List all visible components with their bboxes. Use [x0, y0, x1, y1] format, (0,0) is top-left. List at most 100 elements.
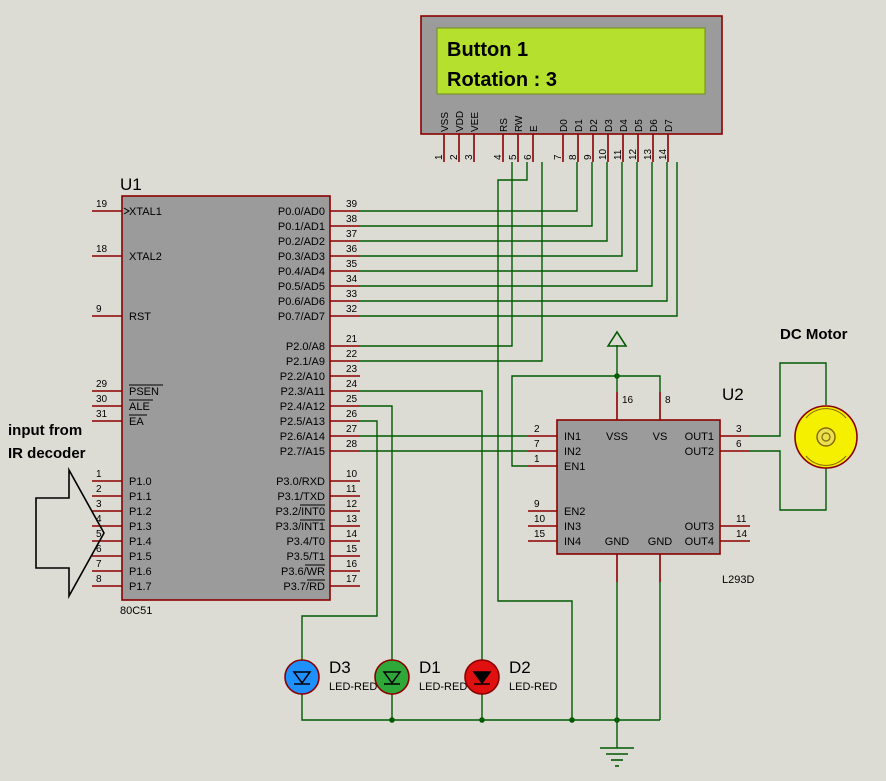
u1-left-pin-number: 1 [96, 469, 102, 480]
led-ref-label: D1 [419, 658, 441, 677]
u1-right-pin-label: P0.7/AD7 [278, 311, 325, 323]
u1-right-pin-label: P2.6/A14 [280, 431, 325, 443]
u1-right-pin-number: 11 [346, 484, 357, 495]
lcd-pins: VSS1VDD2VEE3RS4RW5E6D07D18D29D310D411D51… [434, 111, 675, 162]
lcd-display: Button 1 Rotation : 3 VSS1VDD2VEE3RS4RW5… [420, 15, 723, 162]
u2-right-pin-number: 6 [736, 439, 742, 450]
motor-label: DC Motor [780, 326, 848, 343]
u2-right-pin-number: 3 [736, 424, 742, 435]
u1-left-pin-number: 7 [96, 559, 102, 570]
u2-left-pin-number: 9 [534, 499, 540, 510]
lcd-pin-label: E [529, 125, 540, 132]
lcd-pin-number: 3 [464, 154, 475, 160]
u1-right-pin-number: 17 [346, 574, 358, 585]
ir-input: input from IR decoder [8, 422, 105, 600]
u2-right-pin-label: OUT1 [685, 431, 714, 443]
u1-left-pin-number: 6 [96, 544, 102, 555]
u1-right-pin-number: 10 [346, 469, 358, 480]
u2-right-pin-label: OUT4 [685, 536, 714, 548]
u1-right-pin-number: 12 [346, 499, 358, 510]
ground-symbol-icon [600, 747, 634, 767]
led-ref-label: D3 [329, 658, 351, 677]
u2-left-pin-number: 15 [534, 529, 546, 540]
u2-right-pin-number: 11 [736, 514, 747, 525]
u1-right-pin-label: P3.3/INT1 [275, 521, 325, 533]
u1-left-pins: 19XTAL118XTAL29RST29PSEN30ALE31EA1P1.02P… [92, 199, 162, 593]
u1-left-pin-label: RST [129, 311, 151, 323]
lcd-pin-label: D7 [664, 119, 675, 132]
u1-left-pin-label: P1.3 [129, 521, 152, 533]
u1-right-pin-label: P2.2/A10 [280, 371, 325, 383]
u1-left-pin-label: P1.2 [129, 506, 152, 518]
lcd-pin-label: D4 [619, 119, 630, 132]
u2-left-pin-number: 2 [534, 424, 540, 435]
u1-right-pin-label: P3.0/RXD [276, 476, 325, 488]
u1-right-pin-label: P0.2/AD2 [278, 236, 325, 248]
wires [301, 162, 827, 748]
u2-left-pin-label: IN4 [564, 536, 581, 548]
u1-right-pin-number: 21 [346, 334, 358, 345]
u1-left-pin-number: 3 [96, 499, 102, 510]
lcd-pin-number: 8 [568, 154, 579, 160]
u1-part-label: 80C51 [120, 605, 152, 617]
lcd-pin-number: 11 [613, 149, 624, 160]
u1-right-pin-label: P0.3/AD3 [278, 251, 325, 263]
u1-left-pin-label: XTAL1 [129, 206, 162, 218]
u1-right-pin-label: P2.0/A8 [286, 341, 325, 353]
lcd-screen [436, 27, 706, 95]
u1-right-pin-number: 28 [346, 439, 358, 450]
u2-right-pin-label: OUT3 [685, 521, 714, 533]
led-value-label: LED-RED [329, 681, 377, 693]
lcd-pin-label: VDD [455, 111, 466, 132]
power-terminal-icon [606, 330, 628, 347]
lcd-pin-number: 6 [523, 154, 534, 160]
u1-left-pin-label: P1.4 [129, 536, 152, 548]
u1-right-pin-number: 37 [346, 229, 358, 240]
led-icon [284, 659, 320, 695]
lcd-pin-label: D3 [604, 119, 615, 132]
u2-top-pin-label: VS [653, 431, 668, 443]
u2-top-pin-number: 16 [622, 395, 634, 406]
u1-right-pin-number: 25 [346, 394, 358, 405]
u1-right-pin-number: 33 [346, 289, 358, 300]
u1-right-pin-number: 24 [346, 379, 358, 390]
led-value-label: LED-RED [419, 681, 467, 693]
u1-right-pin-label: P3.2/INT0 [275, 506, 325, 518]
u1-right-pin-label: P2.5/A13 [280, 416, 325, 428]
u1-right-pin-number: 15 [346, 544, 358, 555]
lcd-pin-number: 12 [628, 148, 639, 160]
u1-left-pin-number: 4 [96, 514, 102, 525]
u1-right-pin-label: P3.6/WR [281, 566, 325, 578]
u1-right-pin-number: 14 [346, 529, 358, 540]
u2-top-pin-label: VSS [606, 431, 628, 443]
u2-left-pin-number: 10 [534, 514, 546, 525]
u1-right-pin-number: 26 [346, 409, 358, 420]
u2-left-pin-label: EN1 [564, 461, 585, 473]
u1-left-pin-number: 31 [96, 409, 108, 420]
u1-right-pin-number: 39 [346, 199, 358, 210]
u1-right-pin-label: P3.4/T0 [286, 536, 325, 548]
u1-right-pin-number: 36 [346, 244, 358, 255]
u1-right-pin-number: 16 [346, 559, 358, 570]
u1-right-pin-label: P2.7/A15 [280, 446, 325, 458]
lcd-pin-label: VSS [440, 112, 451, 132]
u2-bottom-pin-label: GND [648, 536, 673, 548]
u1-right-pin-number: 35 [346, 259, 358, 270]
lcd-pin-label: D5 [634, 119, 645, 132]
lcd-pin-label: D6 [649, 119, 660, 132]
u1-ref-label: U1 [120, 175, 142, 194]
u1-left-pin-number: 29 [96, 379, 108, 390]
u1-left-pin-number: 18 [96, 244, 108, 255]
lcd-pin-number: 9 [583, 154, 594, 160]
u1-left-pin-label: P1.1 [129, 491, 152, 503]
u2-bottom-pin-label: GND [605, 536, 630, 548]
led-icon [374, 659, 410, 695]
u1-right-pin-number: 27 [346, 424, 358, 435]
u1-right-pin-number: 22 [346, 349, 358, 360]
lcd-line-1: Button 1 [447, 39, 528, 61]
lcd-pin-label: D2 [589, 119, 600, 132]
lcd-pin-label: D0 [559, 119, 570, 132]
